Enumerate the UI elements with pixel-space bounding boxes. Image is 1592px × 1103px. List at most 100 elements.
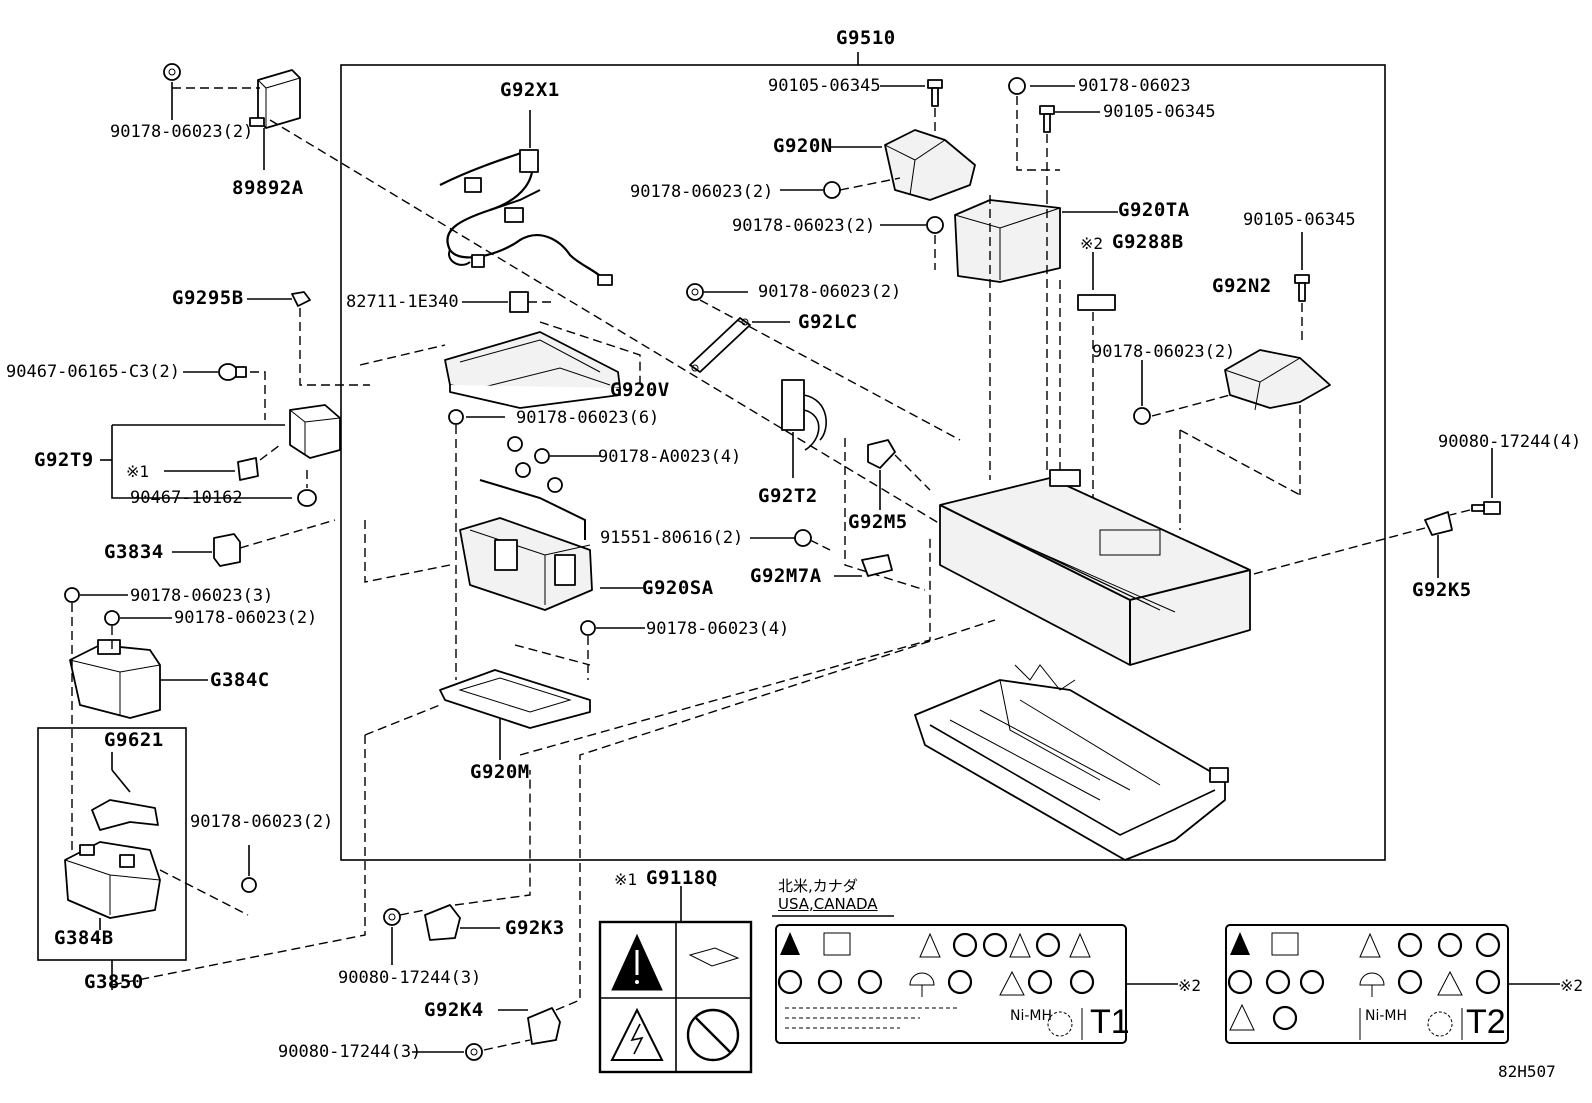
label-90178-tl: 90178-06023(2) bbox=[110, 122, 254, 142]
label-g92k5: G92K5 bbox=[1412, 579, 1472, 601]
bolt-icon-top2 bbox=[1039, 105, 1055, 133]
label-g384b: G384B bbox=[54, 927, 114, 949]
label-g9288b: G9288B bbox=[1112, 231, 1184, 253]
label-90105-top: 90105-06345 bbox=[768, 76, 881, 96]
bolt-90080-icon bbox=[1471, 501, 1501, 515]
clip-82711-shape bbox=[509, 291, 529, 313]
bracket-g920m-shape bbox=[439, 669, 591, 729]
label-90178-6: 90178-06023(6) bbox=[516, 408, 660, 428]
nut-icon-3 bbox=[64, 587, 80, 603]
label-90178-3: 90178-06023(3) bbox=[130, 586, 274, 606]
region-jp: 北米,カナダ bbox=[778, 877, 858, 895]
label-g92k3: G92K3 bbox=[505, 917, 565, 939]
label-90080-3a: 90080-17244(3) bbox=[338, 968, 482, 988]
label-g920v: G920V bbox=[610, 379, 670, 401]
note-mark1-b: ※1 bbox=[614, 870, 638, 889]
t2-code: T2 bbox=[1466, 1003, 1506, 1041]
bracket-g92k4-shape bbox=[527, 1007, 561, 1045]
nut-icon-top bbox=[1008, 77, 1026, 95]
label-90467-10162: 90467-10162 bbox=[130, 488, 243, 508]
battery-stack-shape bbox=[939, 469, 1251, 666]
label-90105-r: 90105-06345 bbox=[1243, 210, 1356, 230]
nut-icon-ta bbox=[926, 216, 944, 234]
note-mark1-a: ※1 bbox=[126, 462, 150, 481]
region-en: USA,CANADA bbox=[778, 895, 878, 913]
label-g92k4: G92K4 bbox=[424, 999, 484, 1021]
t2-battery-type: Ni-MH bbox=[1365, 1008, 1408, 1024]
cover-g92n2-shape bbox=[1224, 349, 1331, 411]
wire-harness-shape bbox=[439, 148, 613, 286]
label-g9621: G9621 bbox=[104, 729, 164, 751]
nut-icon-n2 bbox=[1133, 407, 1151, 425]
relay-block-g384c-shape bbox=[69, 639, 161, 719]
nut-icon-a bbox=[507, 436, 563, 493]
label-91551: 91551-80616(2) bbox=[600, 528, 744, 548]
note-mark2-b: ※2 bbox=[1178, 976, 1202, 995]
label-g920n: G920N bbox=[773, 135, 833, 157]
nut-icon-k4 bbox=[465, 1043, 483, 1061]
label-g920sa: G920SA bbox=[642, 577, 714, 599]
fuse-block-g384b-shape bbox=[64, 841, 161, 919]
label-90080-r: 90080-17244(4) bbox=[1438, 432, 1582, 452]
label-g92t9: G92T9 bbox=[34, 449, 94, 471]
connector-g92t2-shape bbox=[781, 379, 827, 451]
label-90467-c3: 90467-06165-C3(2) bbox=[6, 362, 180, 382]
nut-icon-2b bbox=[104, 610, 120, 626]
warning-label-g9118q bbox=[598, 920, 753, 1074]
connector-g3834-shape bbox=[213, 533, 241, 567]
label-g3834: G3834 bbox=[104, 541, 164, 563]
nut-icon-lc bbox=[686, 283, 704, 301]
note-mark2-c: ※2 bbox=[1560, 976, 1584, 995]
bracket-g92k3-shape bbox=[424, 904, 461, 941]
cover-g9621-shape bbox=[91, 799, 159, 831]
label-g92m7a: G92M7A bbox=[750, 565, 822, 587]
bracket-g92t9-shape bbox=[289, 404, 341, 459]
label-g92x1: G92X1 bbox=[500, 79, 560, 101]
label-90080-3b: 90080-17244(3) bbox=[278, 1042, 422, 1062]
label-g920m: G920M bbox=[470, 761, 530, 783]
label-g384c: G384C bbox=[210, 669, 270, 691]
nut-icon bbox=[163, 63, 181, 81]
label-90178-ta: 90178-06023(2) bbox=[732, 216, 876, 236]
note-mark2-a: ※2 bbox=[1080, 234, 1104, 253]
nut-icon-k3 bbox=[383, 908, 401, 926]
assembly-frame bbox=[340, 64, 1386, 861]
label-sheet-icon bbox=[237, 457, 259, 481]
battery-tray-shape bbox=[914, 664, 1229, 861]
nut-icon-n bbox=[823, 181, 841, 199]
cover-g920v-shape bbox=[444, 331, 621, 409]
bracket-g920sa-shape bbox=[459, 479, 593, 611]
nut-icon-4 bbox=[580, 620, 596, 636]
t1-battery-type: Ni-MH bbox=[1010, 1008, 1053, 1024]
clip-g9295b-shape bbox=[291, 291, 311, 307]
label-g920ta: G920TA bbox=[1118, 199, 1190, 221]
label-90178-2c: 90178-06023(2) bbox=[190, 812, 334, 832]
label-g92n2: G92N2 bbox=[1212, 275, 1272, 297]
label-82711: 82711-1E340 bbox=[346, 292, 459, 312]
label-90178-n2: 90178-06023(2) bbox=[1092, 342, 1236, 362]
label-g92lc: G92LC bbox=[798, 311, 858, 333]
bracket-g92lc-shape bbox=[689, 317, 751, 373]
bolt-91551-icon bbox=[794, 529, 812, 547]
nut-icon-2c bbox=[241, 877, 257, 893]
clip-g92m5-shape bbox=[867, 439, 896, 469]
nut-icon-6 bbox=[448, 409, 464, 425]
label-90178-2b: 90178-06023(2) bbox=[174, 608, 318, 628]
label-g9118q: G9118Q bbox=[646, 867, 718, 889]
label-90178-lc: 90178-06023(2) bbox=[758, 282, 902, 302]
label-90178-4: 90178-06023(4) bbox=[646, 619, 790, 639]
bolt-icon-n2 bbox=[1294, 274, 1310, 302]
clip-90467-icon bbox=[218, 363, 247, 381]
cover-g920ta-shape bbox=[954, 199, 1061, 283]
label-g9295b: G9295B bbox=[172, 287, 244, 309]
label-90178-a: 90178-A0023(4) bbox=[598, 447, 742, 467]
label-g92t2: G92T2 bbox=[758, 485, 818, 507]
bolt-90467-icon bbox=[297, 489, 317, 507]
cover-g920n-shape bbox=[884, 129, 976, 201]
label-g9510: G9510 bbox=[836, 27, 896, 49]
label-90178-top: 90178-06023 bbox=[1078, 76, 1191, 96]
bolt-icon-top bbox=[927, 79, 943, 107]
warning-label-t2 bbox=[1225, 924, 1509, 1044]
